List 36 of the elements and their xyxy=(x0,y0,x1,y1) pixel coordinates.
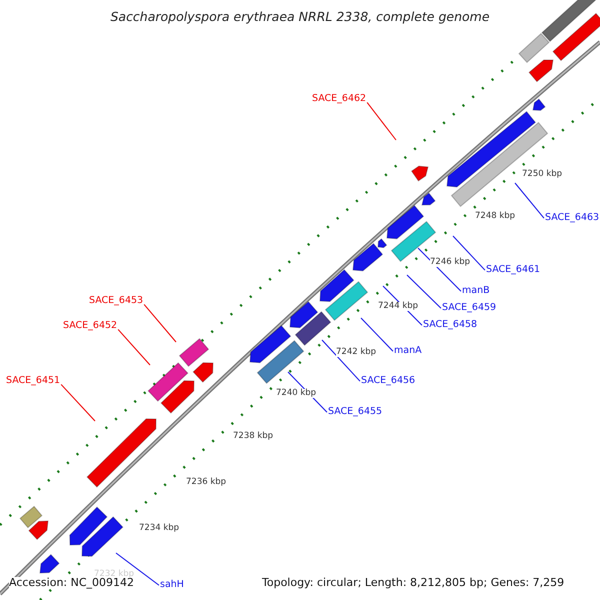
gene-label: manA xyxy=(394,346,422,356)
gene-label: SACE_6461 xyxy=(486,265,540,276)
scale-label: 7234 kbp xyxy=(139,524,180,534)
leader-line xyxy=(118,328,150,366)
gene-label: SACE_6459 xyxy=(442,303,496,314)
leader-line xyxy=(514,182,544,219)
gene-label: SACE_6458 xyxy=(423,320,478,330)
leader-line xyxy=(366,102,396,140)
scale-label: 7248 kbp xyxy=(475,212,516,222)
leader-line xyxy=(60,384,96,422)
leader-line xyxy=(322,340,360,382)
footer-text: Accession: NC_009142 xyxy=(9,577,134,590)
gene-label: SACE_6451 xyxy=(6,376,60,386)
scale-label: 7236 kbp xyxy=(186,478,226,488)
leader-line xyxy=(406,274,442,309)
leader-line xyxy=(360,318,394,352)
gene-label: sahH xyxy=(160,580,184,590)
gene-label: SACE_6456 xyxy=(361,376,416,386)
scale-label: 7244 kbp xyxy=(378,302,418,312)
gene-label: SACE_6463 xyxy=(545,213,600,224)
leader-line xyxy=(452,236,486,271)
scale-label: 7240 kbp xyxy=(276,389,316,398)
gene-label: SACE_6462 xyxy=(312,94,366,104)
leader-line xyxy=(418,248,462,292)
scale-label: 7242 kbp xyxy=(336,348,376,358)
gene-label: manB xyxy=(462,286,490,296)
scale-label: 7250 kbp xyxy=(522,170,562,180)
leader-line xyxy=(116,552,160,586)
scale-label: 7246 kbp xyxy=(430,258,470,268)
leader-line xyxy=(144,304,176,342)
scale-label: 7238 kbp xyxy=(233,432,274,442)
gene-label: SACE_6455 xyxy=(328,407,382,418)
diagram-title: Saccharopolyspora erythraea NRRL 2338, complete genome xyxy=(109,10,491,24)
gene-label: SACE_6453 xyxy=(89,296,144,306)
footer-text: Topology: circular; Length: 8,212,805 bp; Genes: 7,259 xyxy=(262,577,564,590)
gene-label: SACE_6452 xyxy=(63,321,118,332)
